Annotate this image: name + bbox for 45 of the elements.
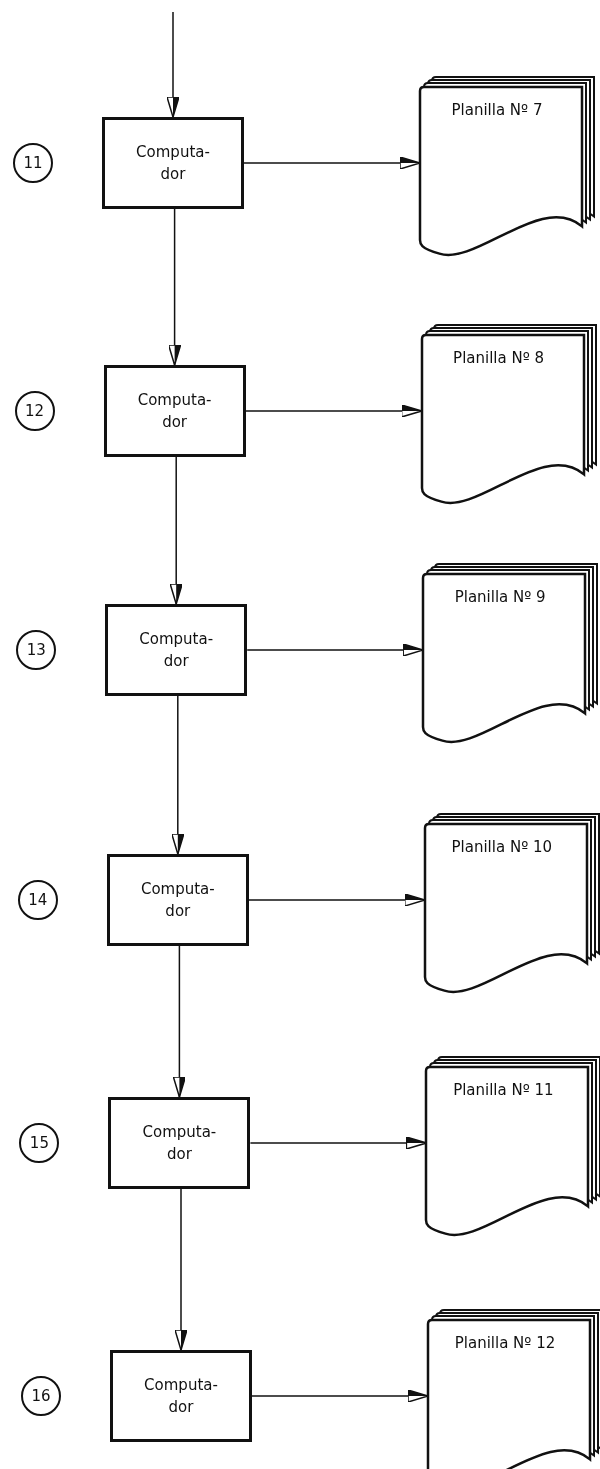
step-number-circle (13, 143, 53, 183)
document-stack (421, 323, 598, 505)
process-box (108, 1097, 251, 1189)
process-box (103, 365, 246, 457)
process-box (105, 604, 248, 696)
node-label: Planilla Nº 12 (454, 1333, 556, 1354)
step-number-circle (16, 630, 57, 670)
arrow (169, 456, 183, 605)
step-number-circle (17, 880, 58, 920)
node-label: 14 (28, 891, 48, 909)
node-label: Computa- dor (135, 141, 211, 185)
document-stack (428, 1308, 600, 1469)
node-label: Planilla Nº 8 (453, 348, 545, 369)
arrow (174, 1188, 188, 1351)
node-label: 16 (31, 1387, 51, 1405)
arrow (166, 11, 180, 118)
node-label: Computa- dor (138, 628, 215, 672)
step-number-circle (21, 1376, 61, 1416)
step-number-circle (19, 1123, 60, 1163)
arrow (167, 208, 182, 366)
node-label: 12 (25, 402, 45, 420)
node-label: Planilla Nº 9 (454, 587, 546, 608)
process-box (110, 1350, 252, 1442)
node-label: Computa- dor (139, 878, 216, 922)
document-stack (420, 75, 596, 257)
process-box (102, 117, 244, 209)
node-label: 11 (23, 154, 43, 172)
document-stack (423, 562, 600, 744)
arrow (172, 945, 187, 1098)
node-label: Computa- dor (136, 389, 213, 433)
arrow (243, 156, 421, 170)
node-label: Planilla Nº 10 (451, 837, 553, 858)
node-label: 15 (29, 1134, 49, 1152)
node-label: Planilla Nº 11 (453, 1080, 554, 1101)
node-label: Computa- dor (143, 1374, 219, 1418)
arrow (171, 695, 185, 855)
arrow (246, 643, 424, 657)
document-stack (426, 1055, 600, 1237)
step-number-circle (14, 391, 55, 431)
arrow (251, 1389, 429, 1403)
node-label: 13 (26, 641, 46, 659)
document-stack (424, 812, 600, 994)
node-label: Computa- dor (141, 1121, 218, 1165)
process-box (106, 854, 249, 946)
node-label: Planilla Nº 7 (451, 100, 543, 121)
